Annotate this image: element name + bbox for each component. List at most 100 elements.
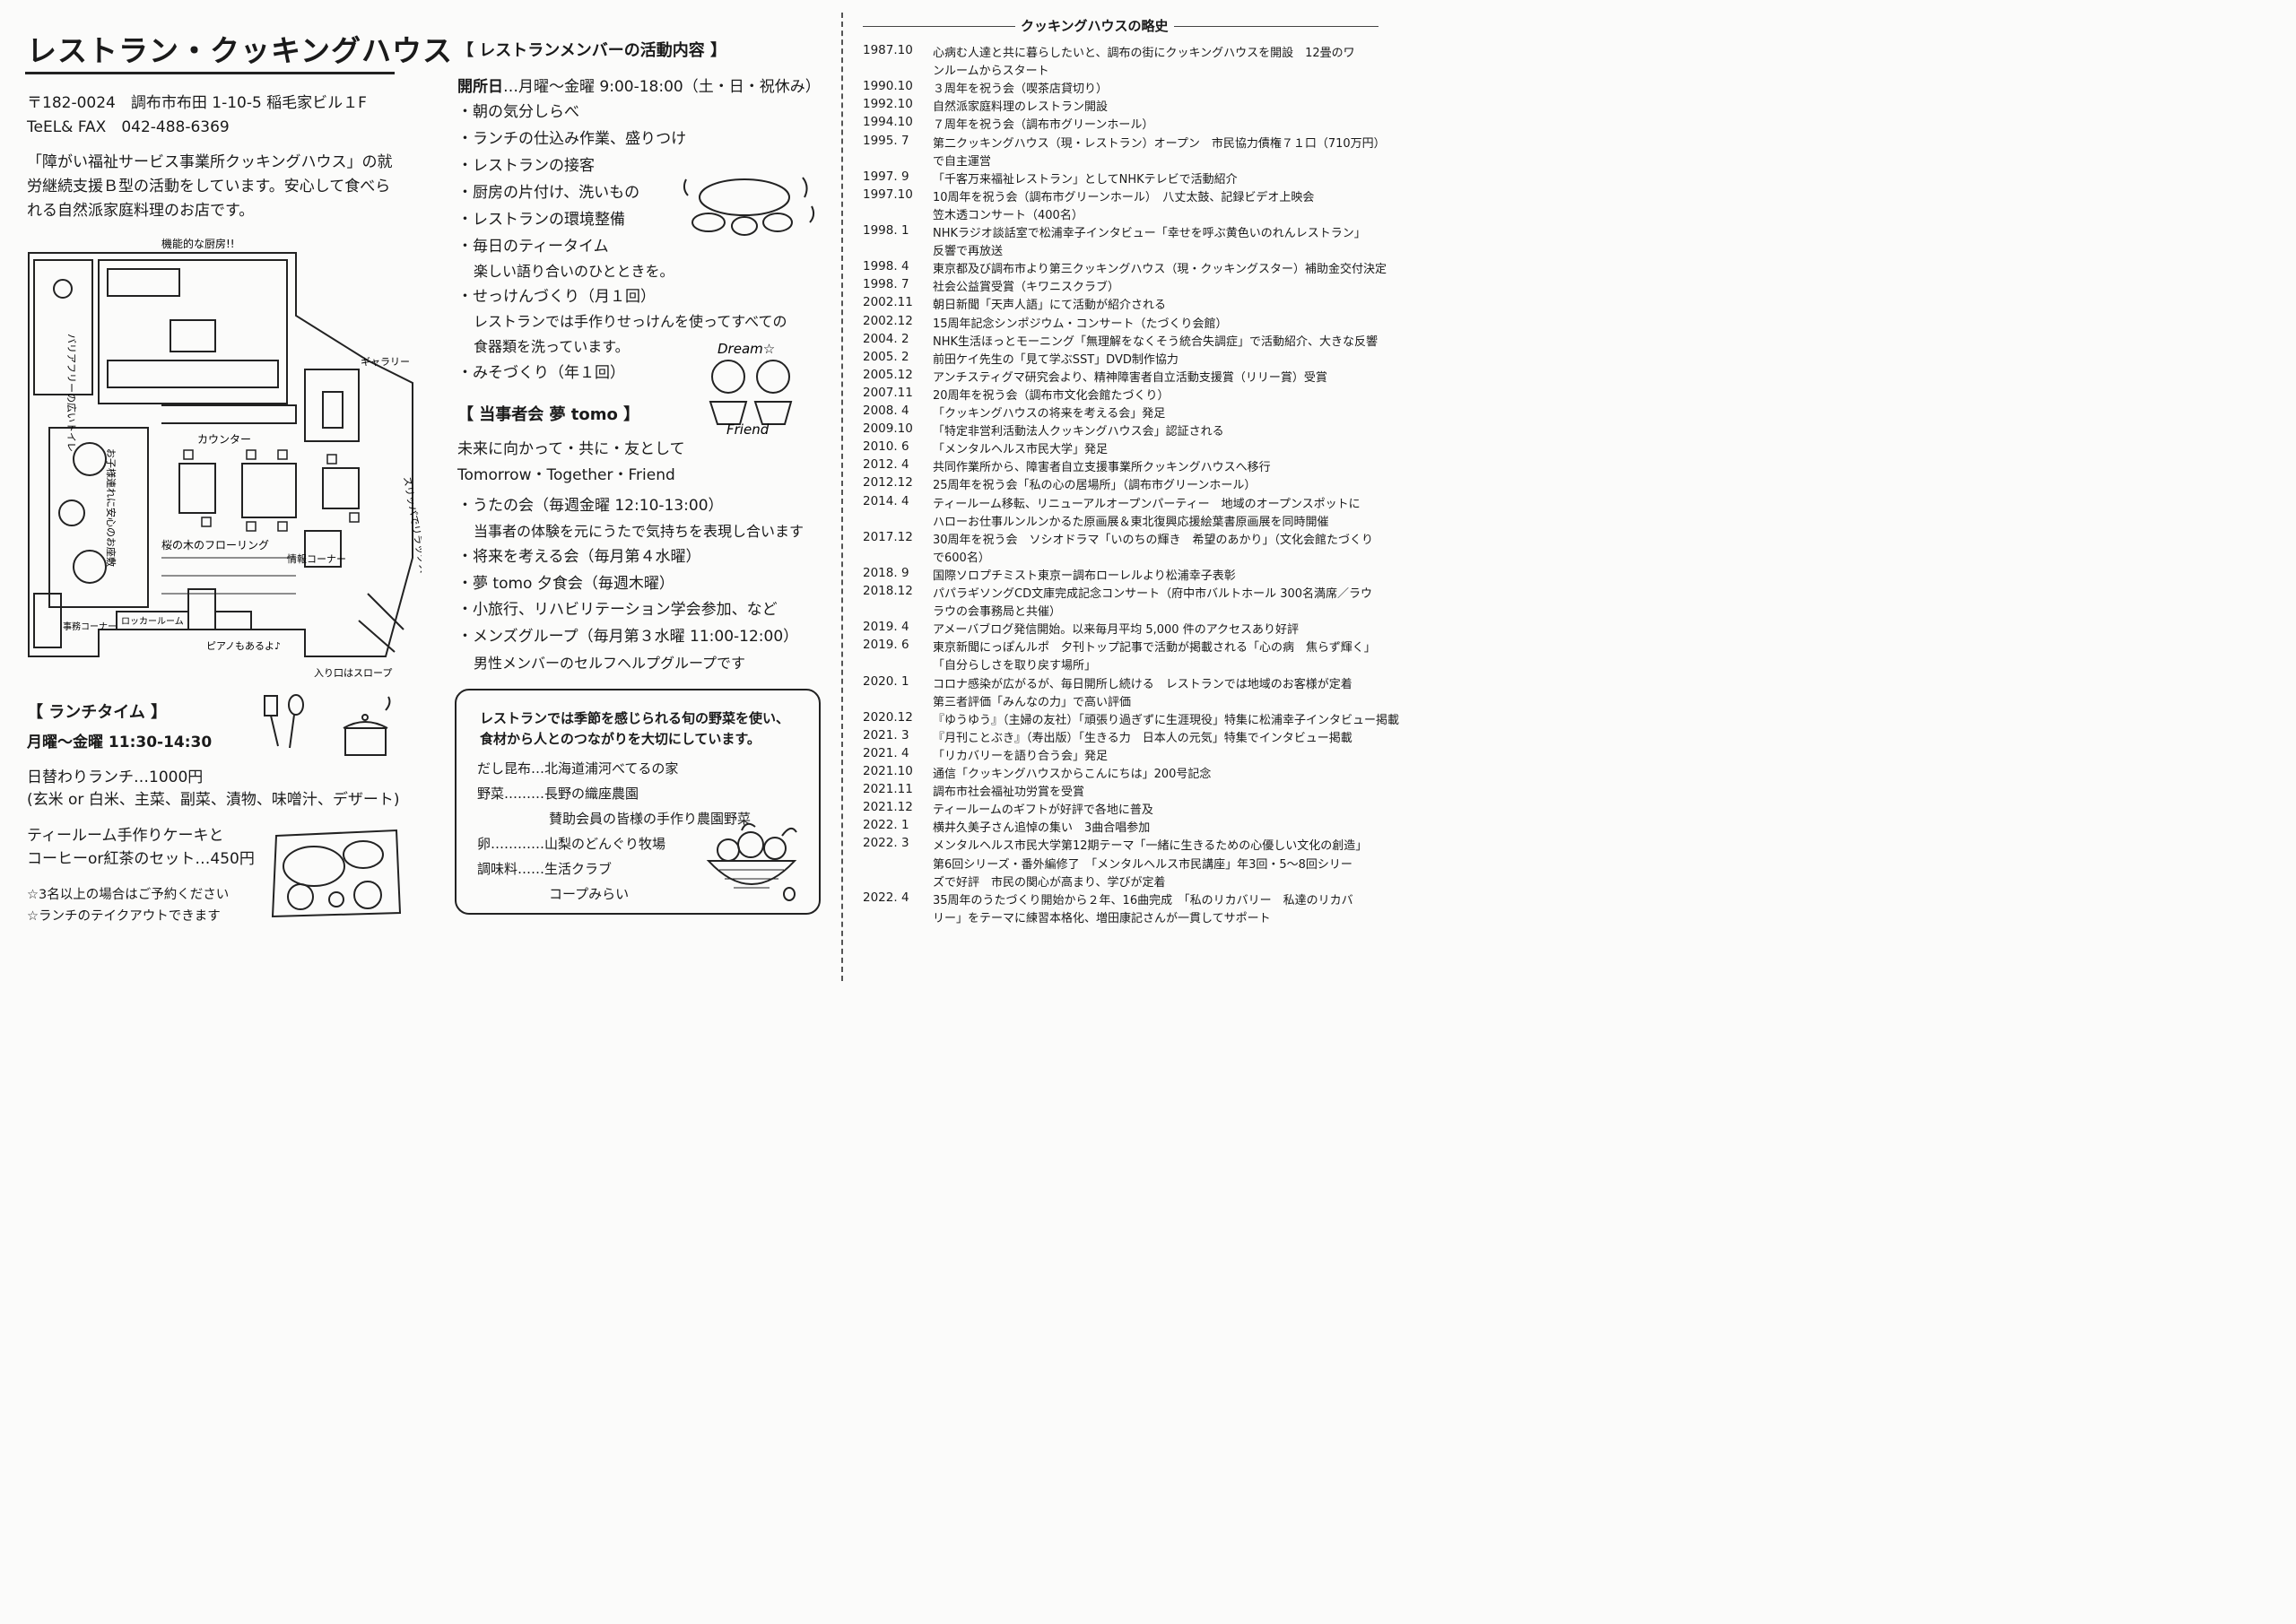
intro-text: 「障がい福祉サービス事業所クッキングハウス」の就労継続支援Ｂ型の活動をしています…	[27, 153, 393, 220]
history-event-text: 『ゆうゆう』（主婦の友社）「頑張り過ぎずに生涯現役」特集に松浦幸子インタビュー掲…	[933, 713, 1400, 727]
history-event-text: アメーバブログ発信開始。以来毎月平均 5,000 件のアクセスあり好評	[933, 623, 1300, 638]
lunch-heading: 【 ランチタイム 】	[27, 703, 168, 722]
floorplan-label-office: 事務コーナー	[63, 621, 117, 632]
history-event-text: 35周年のうたづくり開始から２年、16曲完成 「私のリカバリー 私達のリカバ	[933, 893, 1353, 908]
ingredients-intro-line2: 食材から人とのつながりを大切にしています。	[480, 731, 761, 747]
history-year: 2021.12	[863, 800, 913, 815]
open-days-text: …月曜～金曜 9:00-18:00（土・日・祝休み）	[503, 78, 821, 96]
history-year: 2021. 4	[863, 745, 909, 760]
history-year: 1995. 7	[863, 133, 909, 148]
member-activity: ・ランチの仕込み作業、盛りつけ	[457, 130, 687, 148]
yumetomo-activity: ・うたの会（毎週金曜 12:10-13:00）	[457, 497, 724, 515]
yumetomo-motto-en: Tomorrow・Together・Friend	[457, 466, 675, 484]
food-bowls-illustration	[683, 177, 815, 236]
floorplan-label-counter: カウンター	[197, 433, 251, 446]
history-year: 2012.12	[863, 475, 913, 491]
history-year: 2002.12	[863, 313, 913, 328]
ingredient-row: 野菜………長野の織座農園	[477, 784, 639, 803]
history-year: 2005.12	[863, 367, 913, 382]
history-event-text: 共同作業所から、障害者自立支援事業所クッキングハウスへ移行	[933, 461, 1271, 475]
history-event-text: 国際ソロプチミスト東京ー調布ローレルより松浦幸子表彰	[933, 569, 1236, 583]
ingredient-source: 北海道浦河べてるの家	[544, 760, 679, 777]
history-event-text: NHK生活ほっとモーニング「無理解をなくそう統合失調症」で活動紹介、大きな反響	[933, 334, 1378, 349]
history-event-text: 「千客万来福祉レストラン」としてNHKテレビで活動紹介	[933, 172, 1238, 187]
history-event-text: 自然派家庭料理のレストラン開設	[933, 100, 1109, 115]
daily-lunch-detail: (玄米 or 白米、主菜、副菜、漬物、味噌汁、デザート)	[27, 791, 400, 809]
member-activity: ・厨房の片付け、洗いもの	[457, 184, 640, 202]
history-year: 2021.11	[863, 782, 913, 797]
ingredient-row: 卵…………山梨のどんぐり牧場	[477, 834, 665, 853]
page-title: レストラン・クッキングハウス	[27, 33, 454, 68]
daily-lunch: 日替わりランチ…1000円	[27, 769, 204, 786]
dream-friend-illustration: Dream☆ Friend	[709, 341, 793, 438]
cake-set-line2: コーヒーor紅茶のセット…450円	[27, 850, 255, 868]
history-event-text: 笠木透コンサート（400名）	[933, 208, 1083, 222]
member-activity: ・朝の気分しらべ	[457, 103, 579, 121]
ingredient-label: 野菜………	[477, 786, 545, 802]
history-event-text: 社会公益賞受賞（キワニスクラブ）	[933, 281, 1120, 295]
member-activity: ・レストランの接客	[457, 157, 595, 175]
floorplan-label-toilet: バリアフリーの広いトイレ	[65, 334, 77, 452]
yumetomo-activity-detail: 男性メンバーのセルフヘルプグループです	[474, 655, 746, 672]
history-event-text: 「メンタルヘルス市民大学」発足	[933, 443, 1109, 457]
history-year: 2004. 2	[863, 331, 909, 346]
history-event-text: 前田ケイ先生の「見て学ぶSST」DVD制作協力	[933, 352, 1178, 367]
history-event-text: ハローお仕事ルンルンかるた原画展＆東北復興応援絵葉書原画展を同時開催	[933, 515, 1329, 529]
history-event-text: ７周年を祝う会（調布市グリーンホール）	[933, 118, 1154, 133]
history-year: 2020.12	[863, 709, 913, 725]
history-event-text: ティールームのギフトが好評で各地に普及	[933, 803, 1153, 818]
history-event-text: 横井久美子さん追悼の集い 3曲合唱参加	[933, 821, 1151, 836]
cake-set-line1: ティールーム手作りケーキと	[27, 827, 224, 845]
history-event-text: ンルームからスタート	[933, 65, 1049, 79]
history-year: 1998. 1	[863, 223, 909, 238]
ingredient-source: コープみらい	[549, 886, 630, 902]
history-event-text: 『月刊ことぶき』（寿出版）「生きる力 日本人の元気」特集でインタビュー掲載	[933, 731, 1352, 745]
lunch-plate-illustration	[271, 829, 402, 918]
history-event-text: で600名）	[933, 551, 990, 565]
yumetomo-activity: ・将来を考える会（毎月第４水曜）	[457, 548, 701, 566]
ingredient-label: 調味料……	[477, 861, 545, 877]
history-event-text: コロナ感染が広がるが、毎日開所し続ける レストランでは地域のお客様が定着	[933, 677, 1352, 691]
floorplan-label-entrance: 入り口はスロープ	[314, 667, 392, 679]
history-event-text: 第二クッキングハウス（現・レストラン）オープン 市民協力債権７１口（710万円）	[933, 136, 1386, 151]
yumetomo-heading: 【 当事者会 夢 tomo 】	[457, 405, 640, 424]
history-year: 2017.12	[863, 529, 913, 544]
member-activity-detail: 食器類を洗っています。	[474, 338, 630, 355]
history-event-text: 朝日新聞「天声人語」にて活動が紹介される	[933, 299, 1167, 313]
history-event-text: 「自分らしさを取り戻す場所」	[933, 659, 1097, 673]
history-event-text: ３周年を祝う会（喫茶店貸切り）	[933, 83, 1109, 97]
history-year: 2021. 3	[863, 727, 909, 743]
history-year: 1990.10	[863, 79, 913, 94]
ingredient-row: だし昆布…北海道浦河べてるの家	[477, 759, 678, 777]
floorplan-label-flooring: 桜の木のフローリング	[161, 539, 269, 551]
history-event-text: 調布市社会福祉功労賞を受賞	[933, 786, 1085, 800]
open-days: 開所日…月曜～金曜 9:00-18:00（土・日・祝休み）	[457, 74, 821, 96]
history-event-text: 反響で再放送	[933, 245, 1004, 259]
history-event-text: メンタルヘルス市民大学第12期テーマ「一緒に生きるための心優しい文化の創造」	[933, 839, 1368, 854]
history-year: 2022. 1	[863, 818, 909, 833]
history-year: 2007.11	[863, 385, 913, 400]
history-year: 2019. 4	[863, 620, 909, 635]
history-year: 2012. 4	[863, 457, 909, 473]
history-year: 1997. 9	[863, 169, 909, 184]
history-year: 2009.10	[863, 421, 913, 437]
history-year: 1994.10	[863, 115, 913, 130]
yumetomo-activity: ・メンズグループ（毎月第３水曜 11:00-12:00）	[457, 628, 799, 646]
history-event-text: リー」をテーマに練習本格化、増田康記さんが一貫してサポート	[933, 911, 1271, 925]
member-activity-detail: レストランでは手作りせっけんを使ってすべての	[474, 313, 787, 330]
history-event-text: 第三者評価「みんなの力」で高い評価	[933, 695, 1132, 709]
lunch-hours: 月曜～金曜 11:30-14:30	[27, 734, 213, 751]
history-event-text: 通信「クッキングハウスからこんにちは」200号記念	[933, 768, 1212, 781]
history-year: 2014. 4	[863, 493, 909, 508]
history-event-text: ティールーム移転、リニューアルオープンパーティー 地域のオープンスポットに	[933, 497, 1361, 511]
title-underline	[25, 72, 395, 74]
history-year: 2019. 6	[863, 638, 909, 653]
history-event-text: 東京新聞にっぽんルポ 夕刊トップ記事で活動が掲載される「心の病 焦らず輝く」	[933, 641, 1376, 656]
floorplan-label-piano: ピアノもあるよ♪	[206, 640, 281, 652]
history-year: 2020. 1	[863, 673, 909, 689]
yumetomo-motto-jp: 未来に向かって・共に・友として	[457, 440, 685, 458]
ingredient-label: 卵…………	[477, 836, 545, 852]
ingredient-source: 長野の織座農園	[544, 786, 639, 802]
history-event-text: 東京都及び調布市より第三クッキングハウス（現・クッキングスター）補助金交付決定	[933, 263, 1387, 277]
floor-plan-illustration: 機能的な厨房!! バリアフリーの広いトイレ ギャラリー カウンター お子様連れに…	[28, 237, 422, 679]
